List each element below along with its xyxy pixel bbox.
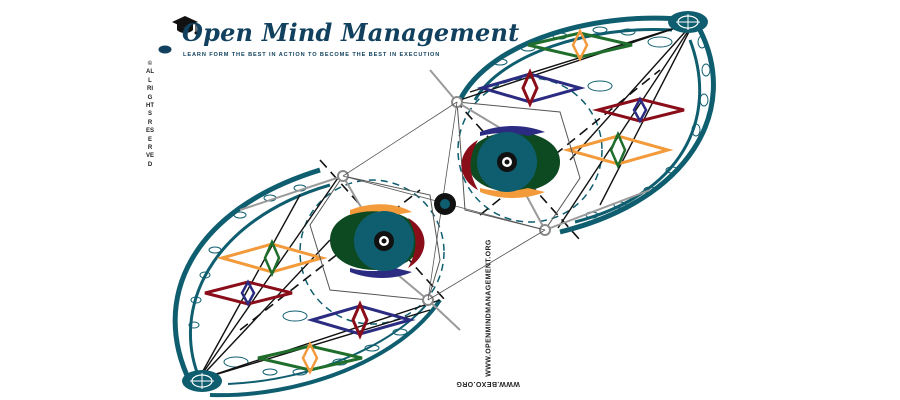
green-rhombus: [527, 31, 633, 59]
purple-rhombus: [632, 96, 648, 124]
outer-arc: [209, 298, 442, 398]
outer-arc: [574, 39, 702, 224]
eye-icon: [330, 204, 425, 278]
green-rhombus: [263, 238, 281, 278]
upper-right-wing: [429, 11, 716, 241]
target-icon: [668, 11, 708, 33]
green-rhombus: [257, 344, 363, 372]
orange-rhombus: [571, 28, 589, 62]
outer-arc: [457, 15, 691, 102]
maroon-rhombus: [592, 97, 685, 123]
dashed-circle: [457, 77, 603, 223]
green-rhombus: [609, 130, 627, 170]
url-vertical: WWW.OPENMINDMANAGEMENT.ORG: [483, 238, 495, 378]
maroon-rhombus: [204, 280, 293, 306]
brand-tagline: LEARN FORM THE BEST IN ACTION TO BECOME …: [183, 52, 441, 58]
url-bottom: WWW.BEXO.ORG: [456, 380, 520, 387]
purple-rhombus: [306, 304, 416, 336]
outer-arc: [188, 183, 331, 381]
outer-arc: [559, 28, 716, 235]
eye-icon: [461, 126, 560, 198]
orange-rhombus: [216, 242, 328, 274]
dashed-circle: [299, 179, 445, 325]
target-icon: [182, 370, 222, 392]
center-connector: [342, 101, 546, 301]
copyright-notice: ©ALL RIGHTS RESERVED: [146, 61, 155, 168]
graduation-cap-icon: [172, 16, 198, 35]
orange-rhombus: [562, 134, 674, 166]
brand-title: Open Mind Management: [182, 18, 520, 47]
orange-rhombus: [301, 341, 319, 375]
purple-rhombus: [240, 279, 256, 307]
lower-left-wing: [172, 159, 461, 398]
maroon-rhombus: [351, 300, 369, 340]
url-vertical-text: WWW.OPENMINDMANAGEMENT.ORG: [485, 239, 493, 377]
outer-arc: [473, 27, 673, 101]
outer-arc: [172, 167, 321, 384]
purple-rhombus: [476, 72, 586, 104]
maroon-rhombus: [521, 68, 539, 108]
logo-dot-icon: [158, 45, 172, 54]
